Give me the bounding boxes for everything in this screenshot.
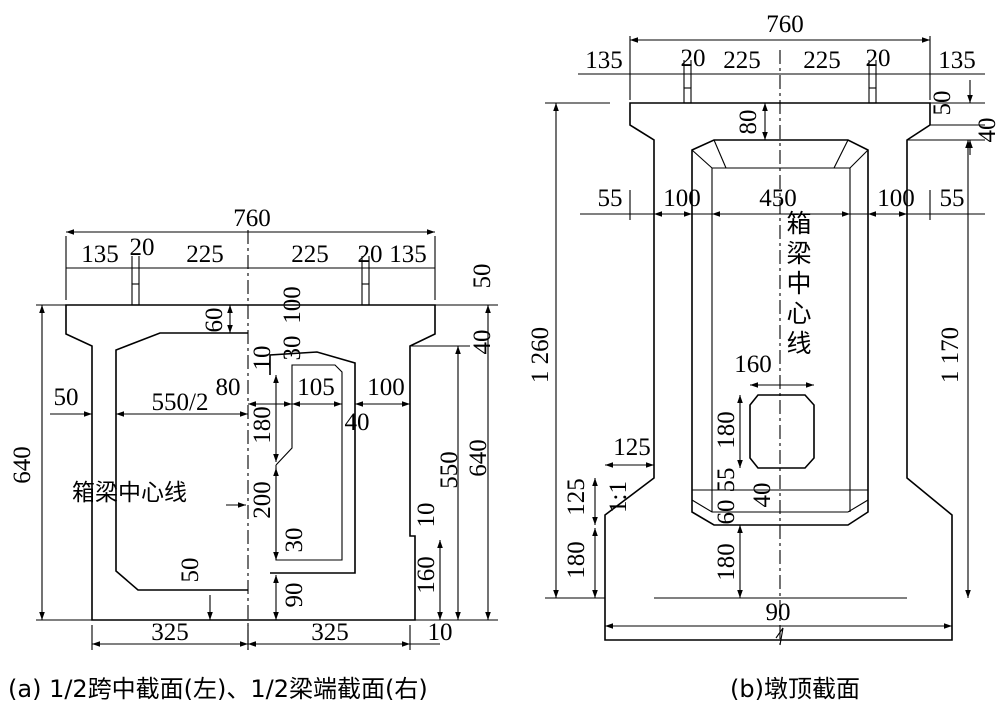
a-dim-225-left: 225 [186,241,224,268]
figure-a-section: 760 135 20 225 225 20 135 640 50 550/2 6… [8,205,498,703]
b-dim-1170: 1 170 [937,327,964,383]
b-dim-180-hole: 180 [713,411,740,449]
section-a-left-cavity [115,332,248,591]
b-centerline-label: 箱梁中心线 [786,209,811,358]
a-dim-30-inner: 30 [281,528,308,553]
a-dim-105: 105 [297,374,335,401]
b-caption: (b)墩顶截面 [730,675,860,703]
b-dim-450: 450 [759,185,797,212]
a-dim-160: 160 [413,556,440,594]
b-dim-20-left: 20 [681,45,706,72]
b-centerline-char: 箱 [786,209,811,238]
b-centerline-char: 梁 [786,239,811,268]
b-dim-180-bottom: 180 [713,543,740,581]
b-dim-100-right: 100 [877,185,915,212]
section-a-right-cavity [269,351,356,574]
a-dim-550: 550 [436,451,463,489]
a-dim-60: 60 [201,308,228,333]
a-dim-135-right: 135 [389,241,427,268]
a-dim-50-bottom: 50 [177,558,204,583]
b-dim-100-left: 100 [663,185,701,212]
a-dim-30-deck: 30 [279,336,306,361]
b-dim-160: 160 [734,351,772,378]
a-dim-50-web: 50 [54,384,79,411]
b-centerline-char: 中 [786,269,811,298]
b-dim-1-1: 1:1 [605,481,632,513]
b-centerline-char: 线 [786,329,811,358]
b-dim-135-left: 135 [585,47,623,74]
stud-right [361,283,370,306]
b-dim-225-left: 225 [723,47,761,74]
a-dim-325-left: 325 [151,619,189,646]
b-dim-20-right: 20 [866,45,891,72]
a-caption: (a) 1/2跨中截面(左)、1/2梁端截面(右) [8,675,428,703]
b-dim-760: 760 [766,11,804,38]
b-dim-55: 55 [713,468,740,493]
a-dim-80-haunch: 80 [216,374,241,401]
b-dim-80: 80 [735,110,762,135]
a-dim-180: 180 [249,406,276,444]
a-dim-100-deck: 100 [279,286,306,324]
section-a-outline [65,304,436,621]
b-dim-1260: 1 260 [527,327,554,383]
section-b-outline [604,102,953,641]
stud-b-right [868,87,877,104]
b-dim-125-h: 125 [613,434,651,461]
a-dim-640-left: 640 [9,446,36,484]
a-dim-40-cant: 40 [469,330,496,355]
a-dim-200: 200 [249,481,276,519]
b-dim-135-right: 135 [938,47,976,74]
b-dim-40-inner: 40 [749,483,776,508]
a-dim-325-right: 325 [311,619,349,646]
b-dim-225-right: 225 [803,47,841,74]
b-centerline-char: 心 [786,299,811,328]
a-dim-760: 760 [233,205,271,232]
b-dim-125-v: 125 [563,478,590,516]
b-dim-60: 60 [713,500,740,525]
b-dim-40: 40 [974,118,1001,143]
a-dim-50-deck: 50 [469,264,496,289]
a-dim-225-right: 225 [291,241,329,268]
stud-b-left [683,87,692,104]
b-dim-55-right: 55 [940,185,965,212]
b-dim-55-left: 55 [598,185,623,212]
a-dim-20-right: 20 [358,241,383,268]
section-a-right-inner [275,364,343,561]
a-dim-10-haunch: 10 [249,346,276,371]
section-b-inner-box [691,139,869,526]
a-dim-100-web: 100 [367,374,405,401]
a-dim-40-web: 40 [345,409,370,436]
stud-left [131,283,140,306]
a-dim-550-2: 550/2 [152,389,209,416]
b-dim-180-slope: 180 [563,541,590,579]
a-dim-90: 90 [281,583,308,608]
a-dim-10-base: 10 [428,619,453,646]
a-dim-10-bottom: 10 [413,503,440,528]
a-dim-640-right: 640 [465,439,492,477]
a-centerline-label: 箱梁中心线 [72,480,187,506]
section-b-hole [749,394,815,469]
a-dim-135-left: 135 [81,241,119,268]
a-dim-20-left: 20 [130,234,155,261]
b-dim-50: 50 [929,91,956,116]
figure-b-section: 760 135 20 225 225 20 135 50 40 80 55 10… [527,11,1001,703]
b-dim-90: 90 [766,599,791,626]
